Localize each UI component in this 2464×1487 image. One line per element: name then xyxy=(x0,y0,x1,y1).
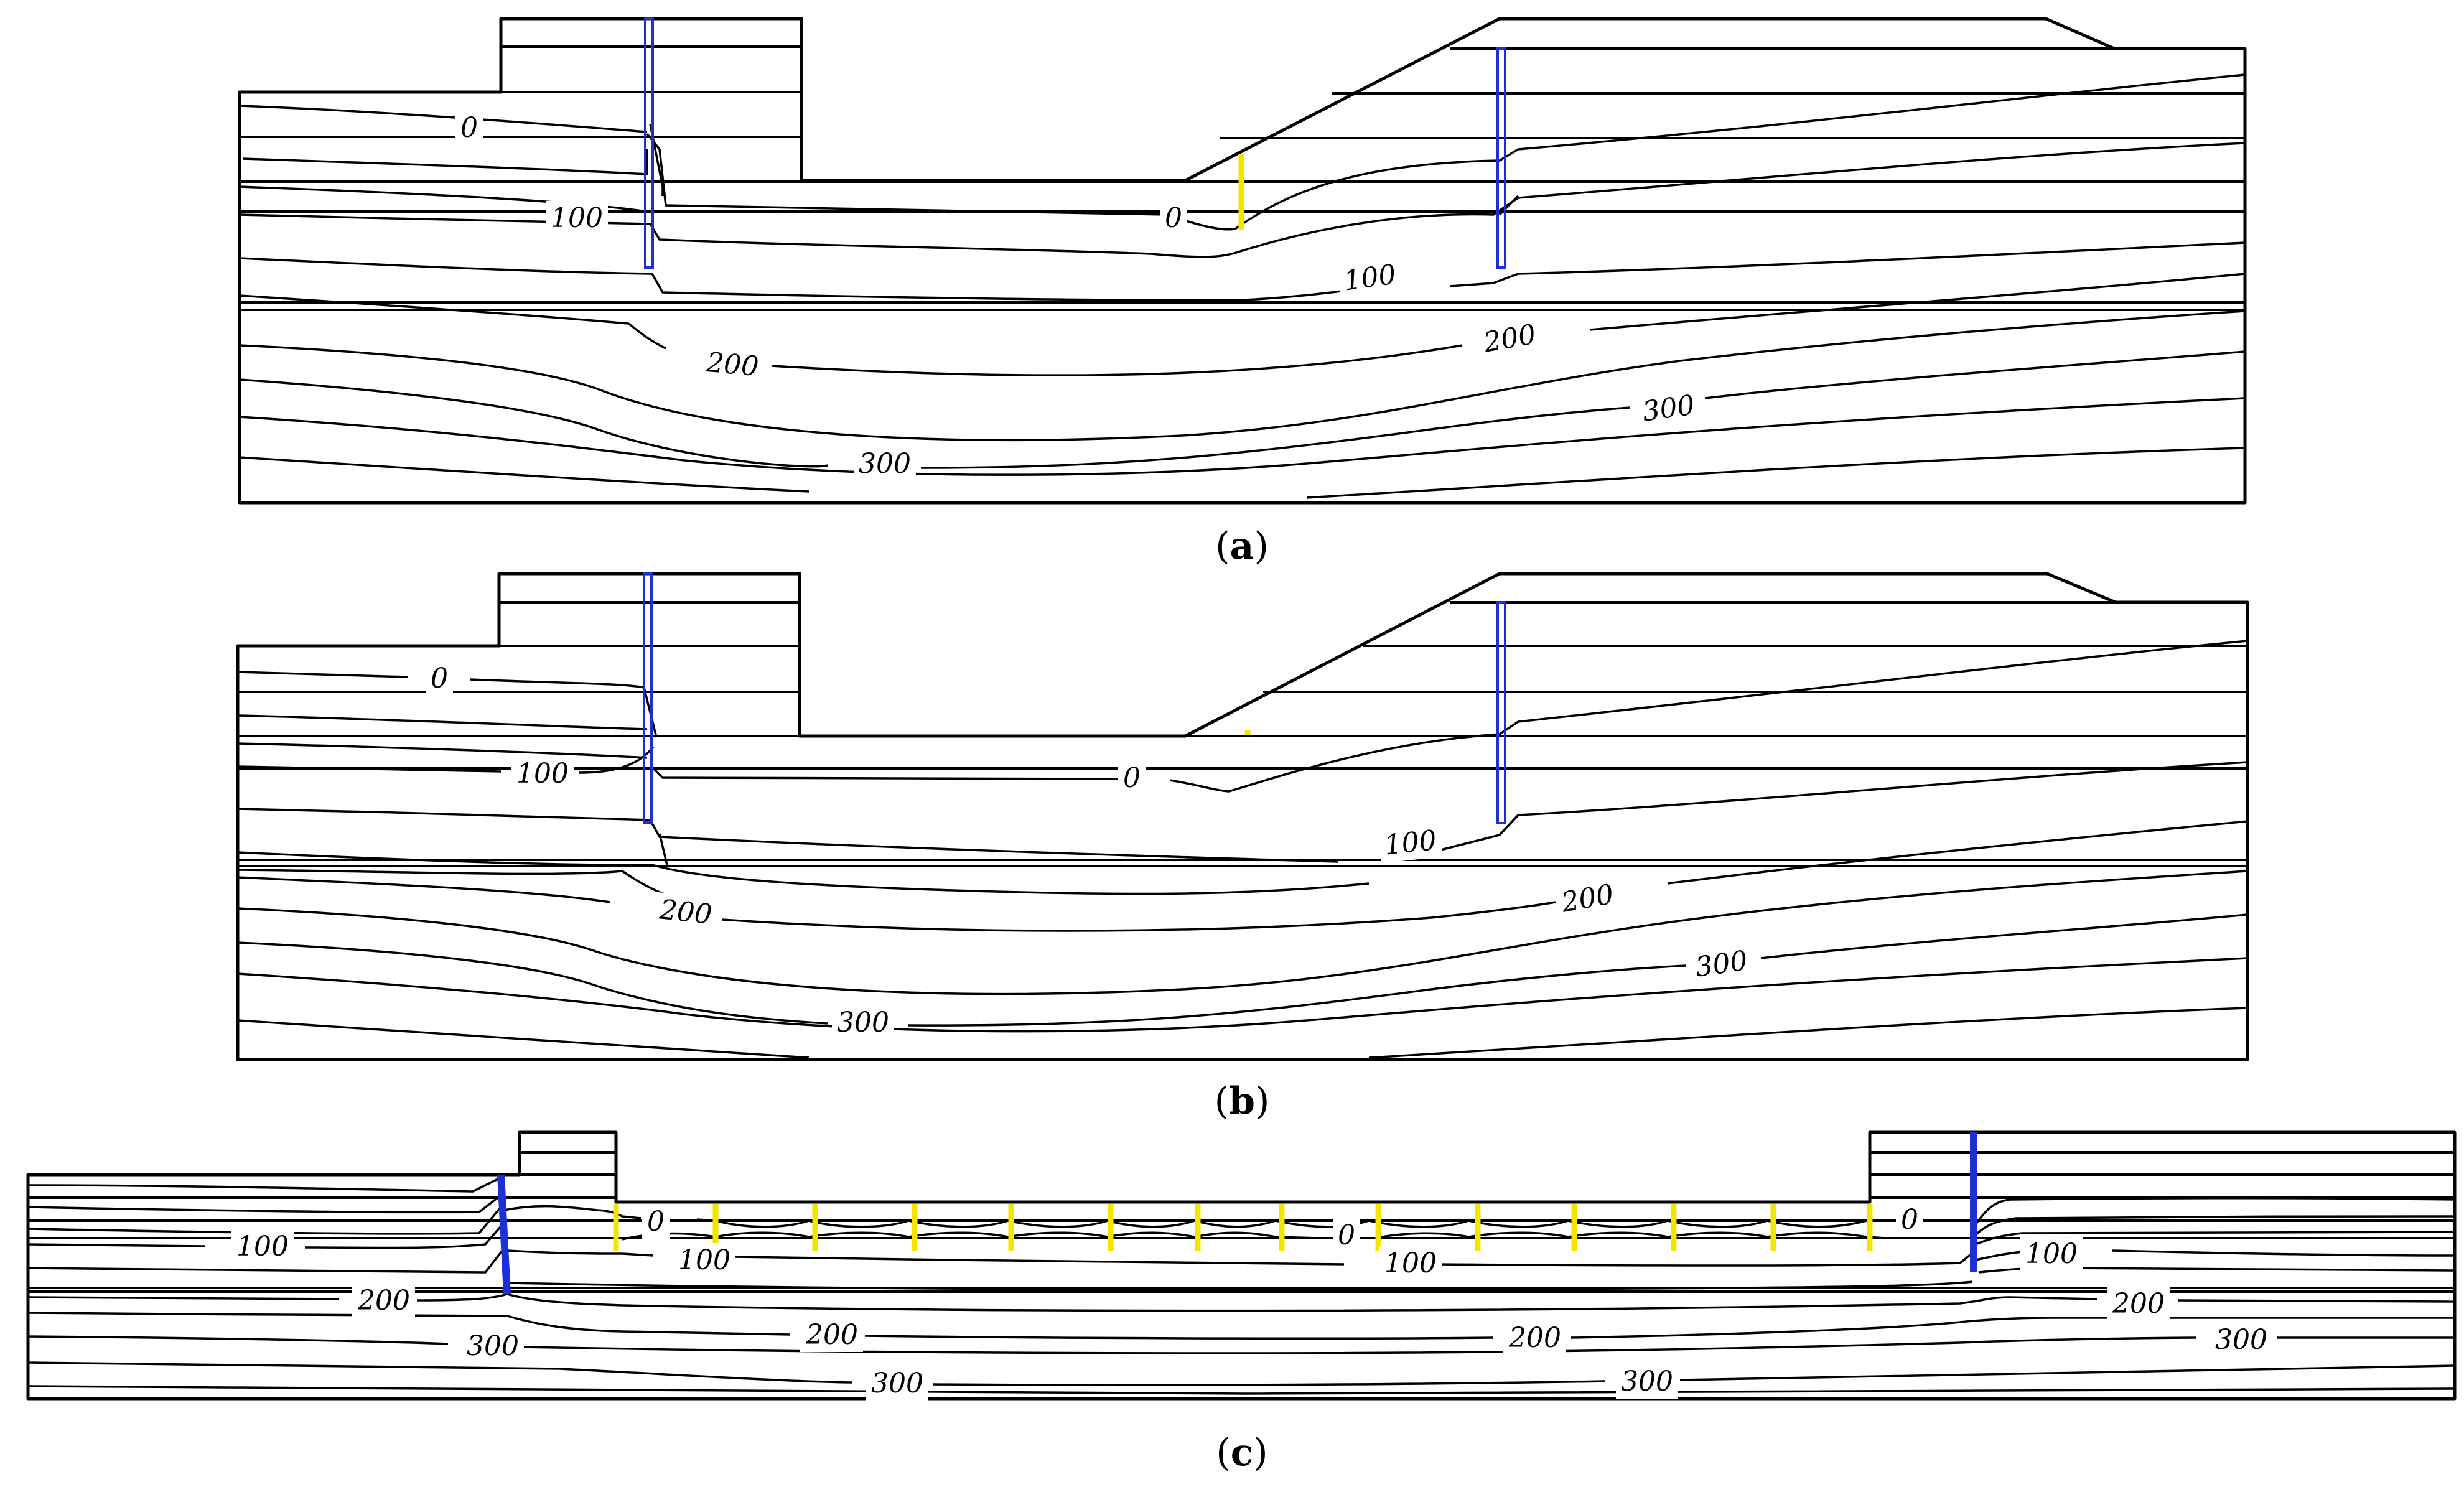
contour-label: 0 xyxy=(431,663,448,694)
panel-c: 100 0 0 0 100 100 100 200 200 200 200 30… xyxy=(26,1130,2457,1475)
panel-b: 0 100 0 100 200 200 300 300 (b) xyxy=(236,572,2249,1123)
panel-a-outline xyxy=(238,17,2247,505)
contour-label-backing xyxy=(2107,1287,2170,1321)
contour-label: 300 xyxy=(1621,1366,1673,1397)
contour-label-backing xyxy=(1160,201,1187,235)
contour-label-backing xyxy=(699,345,765,385)
panel-a: 0 100 0 100 200 200 300 300 (a) xyxy=(238,17,2247,568)
contour-label: 100 xyxy=(1384,1247,1437,1279)
contour-label-backing xyxy=(546,201,608,235)
panel-a-building-lines xyxy=(240,45,801,138)
contour-label-backing xyxy=(455,111,483,145)
contour-label: 200 xyxy=(704,347,760,383)
contour-label-backing xyxy=(1378,823,1444,864)
contour-label-backing xyxy=(462,1329,524,1363)
contour-label-backing xyxy=(1553,876,1622,921)
panel-c-building-lines xyxy=(520,1151,2455,1176)
contour-label: 200 xyxy=(658,893,714,931)
panel-b-outline xyxy=(236,572,2249,1061)
contour-label: 200 xyxy=(2112,1288,2165,1320)
contour-label: 200 xyxy=(1481,319,1539,359)
contour-label: 100 xyxy=(678,1244,730,1276)
panel-c-drains xyxy=(613,1204,1873,1251)
contour-label-backing xyxy=(652,892,719,933)
contour-label-backing xyxy=(511,757,574,791)
contour-label: 100 xyxy=(516,758,569,790)
panel-a-caption: (a) xyxy=(1215,524,1269,568)
contour-label-backing xyxy=(800,1318,863,1352)
contour-label-backing xyxy=(1333,1218,1360,1252)
contour-label: 100 xyxy=(2025,1238,2078,1270)
contour-label-backing xyxy=(1635,387,1702,430)
panel-c-retaining-walls xyxy=(497,1132,1977,1295)
panel-b-contours xyxy=(237,640,2248,1059)
panel-c-contours xyxy=(27,1178,2455,1395)
contour-label: 100 xyxy=(551,202,603,234)
contour-label-backing xyxy=(1616,1364,1678,1399)
contour-label: 300 xyxy=(1640,389,1696,427)
panel-b-caption: (b) xyxy=(1215,1079,1270,1123)
panel-c-wall-left xyxy=(497,1174,511,1295)
contour-label-backing xyxy=(231,1229,294,1264)
contour-label-backing xyxy=(1118,761,1146,795)
contour-label: 100 xyxy=(236,1231,289,1262)
contour-label: 0 xyxy=(1165,202,1182,234)
contour-label-backing xyxy=(2210,1323,2272,1357)
panel-b-retaining-walls xyxy=(643,572,1506,824)
panel-a-contour-labels: 0 100 0 100 200 200 300 300 xyxy=(455,111,1702,481)
contour-label: 300 xyxy=(871,1368,923,1399)
contour-label: 300 xyxy=(467,1330,519,1362)
panel-b-contour-labels: 0 100 0 100 200 200 300 300 xyxy=(426,661,1755,1040)
contour-label-backing xyxy=(352,1284,415,1318)
panel-b-building-lines xyxy=(238,601,800,693)
contour-label-backing xyxy=(866,1366,928,1401)
contour-label-backing xyxy=(2020,1237,2083,1271)
contour-label-backing xyxy=(1896,1203,1923,1237)
contour-label: 300 xyxy=(837,1007,889,1038)
panel-c-caption: (c) xyxy=(1216,1431,1267,1475)
contour-label: 300 xyxy=(859,448,911,480)
contour-label-backing xyxy=(854,447,916,481)
contour-label: 0 xyxy=(647,1206,665,1238)
contour-label-backing xyxy=(1688,943,1755,986)
panel-b-wall-left xyxy=(643,572,653,824)
contour-label-backing xyxy=(673,1243,735,1277)
contour-label: 300 xyxy=(1693,944,1749,983)
contour-label: 100 xyxy=(1342,258,1398,297)
contour-label: 200 xyxy=(357,1285,410,1317)
contour-label-backing xyxy=(1475,316,1544,361)
contour-label-backing xyxy=(642,1205,670,1239)
contour-label: 0 xyxy=(1338,1219,1355,1251)
contour-label-backing xyxy=(1503,1321,1566,1355)
contour-label: 100 xyxy=(1383,824,1438,861)
contour-label: 0 xyxy=(460,112,478,144)
contour-label: 200 xyxy=(1508,1322,1561,1354)
panel-a-wall-left xyxy=(644,17,654,269)
contour-label: 200 xyxy=(1559,879,1617,919)
panel-c-outline xyxy=(26,1130,2457,1401)
panel-a-wall-right xyxy=(1496,47,1506,269)
contour-label-backing xyxy=(832,1005,894,1040)
contour-label-backing xyxy=(1379,1246,1442,1280)
panel-a-retaining-walls xyxy=(644,17,1506,269)
contour-label-backing xyxy=(1337,256,1403,299)
contour-label: 0 xyxy=(1123,762,1141,794)
panel-b-wall-right xyxy=(1496,601,1506,824)
panel-b-layer-lines xyxy=(238,601,2247,867)
contour-label: 300 xyxy=(2215,1324,2267,1356)
contour-label: 0 xyxy=(1901,1204,1918,1236)
contour-label: 200 xyxy=(805,1319,858,1351)
contour-label-backing xyxy=(426,661,453,696)
panel-c-contour-labels: 100 0 0 0 100 100 100 200 200 200 200 30… xyxy=(231,1203,2272,1401)
